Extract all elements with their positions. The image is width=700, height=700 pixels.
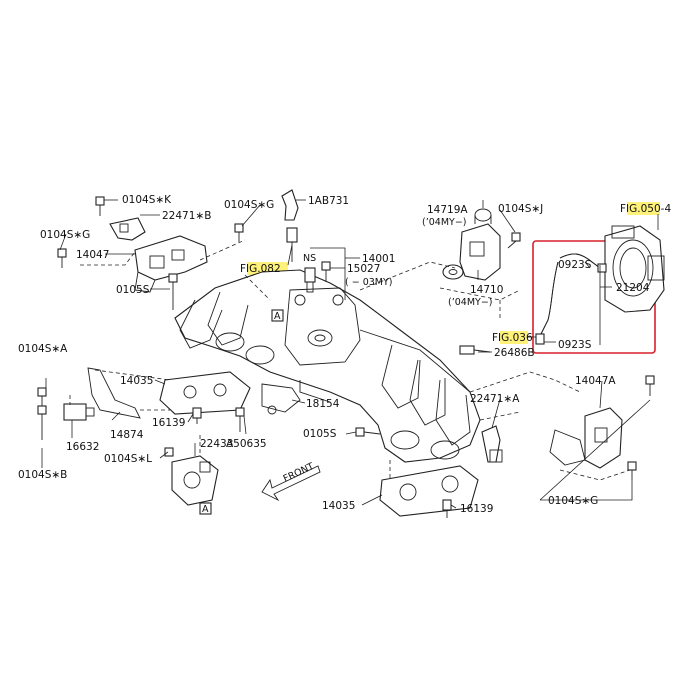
label-22471-b[interactable]: 22471∗B <box>162 210 211 222</box>
hose-1ab731[interactable] <box>281 189 299 221</box>
bolt-0105s-a[interactable] <box>168 273 178 310</box>
throttle-body[interactable] <box>604 225 665 313</box>
label-14710-note: (’04MY−) <box>448 297 492 308</box>
label-15027[interactable]: 15027 <box>347 263 380 275</box>
label-14719a-note: (’04MY−) <box>422 217 466 228</box>
label-14874[interactable]: 14874 <box>110 429 144 441</box>
sensor-ns[interactable] <box>304 267 316 293</box>
bolt-0104s-b[interactable] <box>37 405 47 440</box>
label-a50635[interactable]: A50635 <box>226 438 267 450</box>
label-fig036[interactable]: FIG.036 <box>492 332 533 344</box>
reference-box-a-top: A <box>271 309 284 322</box>
label-16632[interactable]: 16632 <box>66 441 99 453</box>
label-0105s-b[interactable]: 0105S <box>303 428 337 440</box>
bracket-14047[interactable] <box>134 235 208 293</box>
gasket-14719a[interactable] <box>442 264 464 280</box>
label-14035-left[interactable]: 14035 <box>120 375 153 387</box>
leader-lines <box>41 199 659 509</box>
label-0105s-a[interactable]: 0105S <box>116 284 150 296</box>
label-14035-bottom[interactable]: 14035 <box>322 500 355 512</box>
label-0104s-a[interactable]: 0104S∗A <box>18 343 68 355</box>
bolt-0104s-j[interactable] <box>507 232 521 249</box>
bracket-14047a[interactable] <box>549 407 623 469</box>
label-0923s-upper[interactable]: 0923S <box>558 259 592 271</box>
label-fig050[interactable]: FIG.050-4 <box>620 203 671 215</box>
clip-22471a[interactable] <box>481 425 503 463</box>
bolt-15027[interactable] <box>321 261 331 282</box>
reference-a-top-label: A <box>274 311 281 322</box>
bolt-0104s-k[interactable] <box>95 196 105 216</box>
valve-14710[interactable] <box>459 208 501 281</box>
label-26486b[interactable]: 26486B <box>494 347 535 359</box>
label-18154[interactable]: 18154 <box>306 398 340 410</box>
label-0104s-g-top[interactable]: 0104S∗G <box>224 199 274 211</box>
reference-a-bottom-label: A <box>202 504 209 515</box>
label-1ab731[interactable]: 1AB731 <box>308 195 349 207</box>
reference-box-a-bottom: A <box>199 502 212 515</box>
label-0104s-b[interactable]: 0104S∗B <box>18 469 67 481</box>
label-0104s-k[interactable]: 0104S∗K <box>122 194 172 206</box>
bolt-0105s-b[interactable] <box>355 427 381 437</box>
clip-18154[interactable] <box>261 383 301 415</box>
label-22471-a[interactable]: 22471∗A <box>470 393 520 405</box>
label-14001[interactable]: 14001 <box>362 253 395 265</box>
gasket-14035-bottom[interactable] <box>379 465 479 517</box>
label-14047[interactable]: 14047 <box>76 249 109 261</box>
bolt-0104s-g-bottom-right[interactable] <box>627 375 655 480</box>
front-label: FRONT <box>282 461 316 485</box>
label-21204[interactable]: 21204 <box>616 282 650 294</box>
label-0104s-g-bottom-right[interactable]: 0104S∗G <box>548 495 598 507</box>
sensor-22433[interactable] <box>171 455 219 506</box>
label-14047a[interactable]: 14047A <box>575 375 616 387</box>
bolt-a50635[interactable] <box>235 407 245 432</box>
bolt-0104s-g-left[interactable] <box>57 248 67 268</box>
front-direction-arrow: FRONT <box>261 461 321 502</box>
dashed-assembly-lines <box>69 239 631 481</box>
label-0104s-l[interactable]: 0104S∗L <box>104 453 152 465</box>
intake-manifold[interactable] <box>174 269 481 463</box>
bracket-14874[interactable] <box>87 367 141 419</box>
label-0923s-lower[interactable]: 0923S <box>558 339 592 351</box>
label-0104s-j[interactable]: 0104S∗J <box>498 203 543 215</box>
label-16139-left[interactable]: 16139 <box>152 417 185 429</box>
label-ns[interactable]: NS <box>303 253 316 264</box>
bolt-26486b[interactable] <box>459 345 491 355</box>
plug-16139-bottom[interactable] <box>442 499 452 518</box>
bolt-0104s-l[interactable] <box>164 447 174 457</box>
label-0104s-g-left[interactable]: 0104S∗G <box>40 229 90 241</box>
bracket-22471b[interactable] <box>109 217 146 241</box>
fig050-highlight <box>627 202 660 215</box>
label-22433[interactable]: 22433 <box>200 438 233 450</box>
bolt-0104s-g-top[interactable] <box>234 223 244 242</box>
label-14710[interactable]: 14710 <box>470 284 503 296</box>
label-fig082[interactable]: FIG.082 <box>240 263 281 275</box>
label-15027-note: ( − 03MY) <box>345 277 393 288</box>
label-16139-bottom[interactable]: 16139 <box>460 503 493 515</box>
plug-16139-left[interactable] <box>192 407 202 424</box>
hose-21204[interactable] <box>535 253 607 345</box>
solenoid-16632[interactable] <box>63 403 95 421</box>
fig036-highlight <box>500 331 528 344</box>
label-14719a[interactable]: 14719A <box>427 204 468 216</box>
